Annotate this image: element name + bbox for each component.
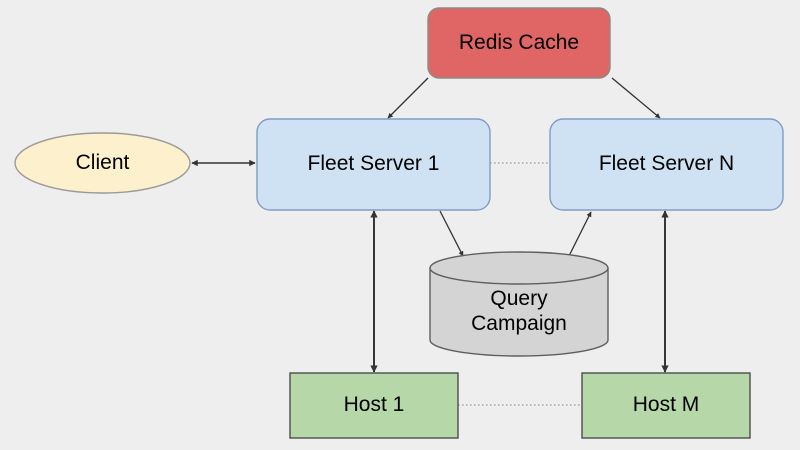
node-host-1[interactable] bbox=[289, 372, 459, 439]
edge-redis-cache-to-fleet-server-1 bbox=[387, 77, 429, 119]
edge-redis-cache-to-fleet-server-n bbox=[611, 77, 661, 119]
node-redis-cache[interactable] bbox=[427, 7, 611, 79]
node-host-m[interactable] bbox=[581, 372, 751, 439]
node-client[interactable] bbox=[14, 132, 191, 194]
node-layer bbox=[14, 7, 784, 439]
node-query-campaign-body[interactable] bbox=[429, 267, 609, 357]
node-query-campaign-top bbox=[429, 251, 609, 285]
node-fleet-server-1[interactable] bbox=[256, 118, 491, 211]
edge-layer bbox=[191, 77, 669, 406]
node-fleet-server-n[interactable] bbox=[549, 118, 784, 211]
edge-query-campaign-to-fleet-server-n bbox=[567, 211, 592, 259]
edge-fleet-server-1-to-query-campaign bbox=[439, 210, 464, 257]
